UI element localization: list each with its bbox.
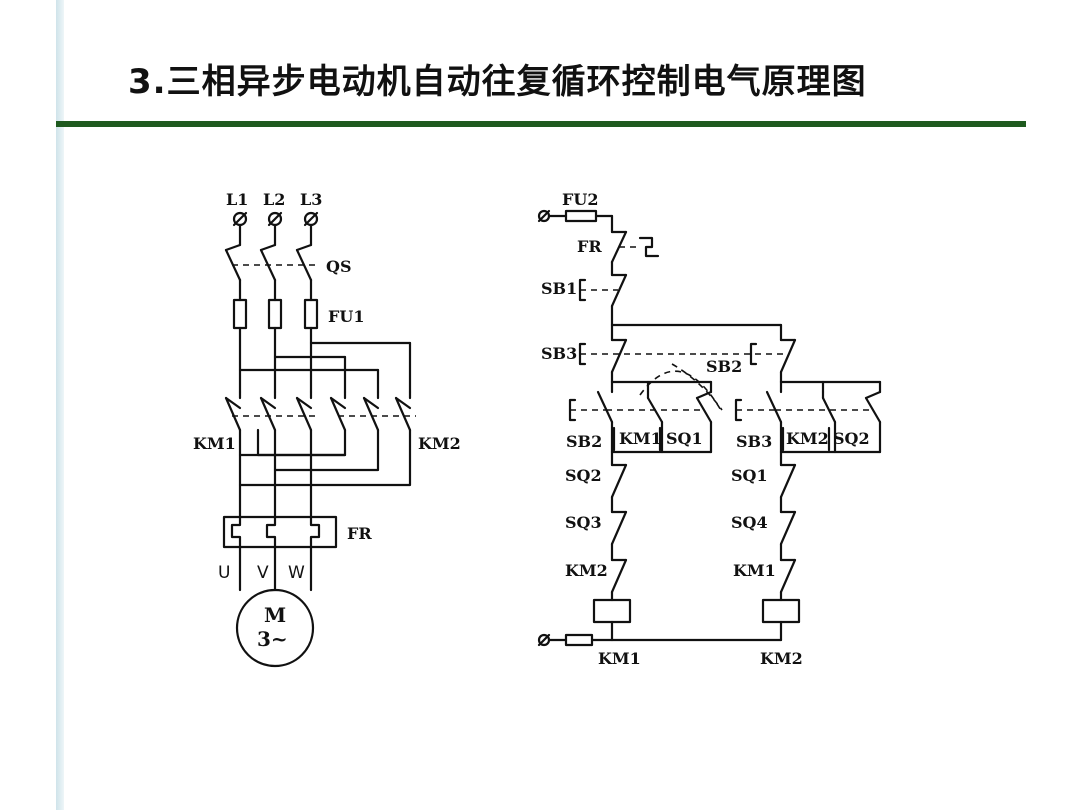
left-sq3-label: SQ3 [565, 513, 602, 532]
left-km1-aux-label: KM1 [619, 429, 662, 448]
motor-sub-label: 3~ [257, 627, 288, 651]
main-circuit: L1 L2 L3 QS [193, 190, 461, 668]
main-contacts [224, 390, 416, 432]
qs-label: QS [326, 257, 352, 276]
fu2-label: FU2 [562, 190, 598, 209]
terminal-u: U [218, 563, 230, 583]
right-branch [734, 380, 882, 467]
terminal-w: W [288, 563, 305, 583]
coil-km2-label: KM2 [760, 649, 803, 668]
left-sq2-label: SQ2 [565, 466, 602, 485]
right-sq2-label: SQ2 [833, 429, 870, 448]
right-km2-aux-label: KM2 [786, 429, 829, 448]
fr-control-label: FR [577, 237, 602, 256]
phase-label-l1: L1 [226, 190, 248, 209]
sb1-label: SB1 [541, 279, 577, 298]
km1-main-label: KM1 [193, 434, 236, 453]
coil-km1-label: KM1 [598, 649, 641, 668]
right-sb3-label: SB3 [736, 432, 772, 451]
motor: M 3~ [235, 588, 315, 668]
slide-left-stripe [56, 0, 64, 810]
right-km1-interlock-label: KM1 [733, 561, 776, 580]
fr-nc-contact [610, 230, 660, 277]
left-sb2-label: SB2 [566, 432, 602, 451]
fu1-label: FU1 [328, 307, 364, 326]
sb1-button [578, 273, 628, 327]
sb3-nc-button [578, 323, 700, 384]
right-nc-chain [761, 463, 801, 642]
sb2-nc-label: SB2 [706, 357, 742, 376]
right-sq1-label: SQ1 [731, 466, 768, 485]
fu1-fuses [232, 298, 319, 394]
title-divider [56, 121, 1026, 127]
phase-label-l2: L2 [263, 190, 285, 209]
left-sq1-label: SQ1 [666, 429, 703, 448]
fr-thermal-relay [222, 515, 338, 592]
left-branch [568, 380, 713, 467]
sb2-nc-button [700, 338, 797, 384]
qs-switch [224, 243, 318, 302]
left-nc-chain [592, 463, 632, 642]
supply-terminals [232, 211, 319, 247]
slide-title: 3.三相异步电动机自动往复循环控制电气原理图 [128, 62, 867, 102]
control-circuit: FU2 FR SB1 SB3 [537, 190, 882, 668]
terminal-v: V [257, 563, 269, 583]
left-km2-interlock-label: KM2 [565, 561, 608, 580]
main-lower-wiring [238, 428, 412, 519]
sb3-nc-label: SB3 [541, 344, 577, 363]
fr-main-label: FR [347, 524, 372, 543]
fu2-fuse [537, 209, 614, 234]
km2-main-label: KM2 [418, 434, 461, 453]
motor-label: M [264, 603, 286, 627]
main-cross-wiring [238, 341, 412, 394]
control-bottom-bus [537, 633, 783, 647]
phase-label-l3: L3 [300, 190, 322, 209]
right-sq4-label: SQ4 [731, 513, 768, 532]
